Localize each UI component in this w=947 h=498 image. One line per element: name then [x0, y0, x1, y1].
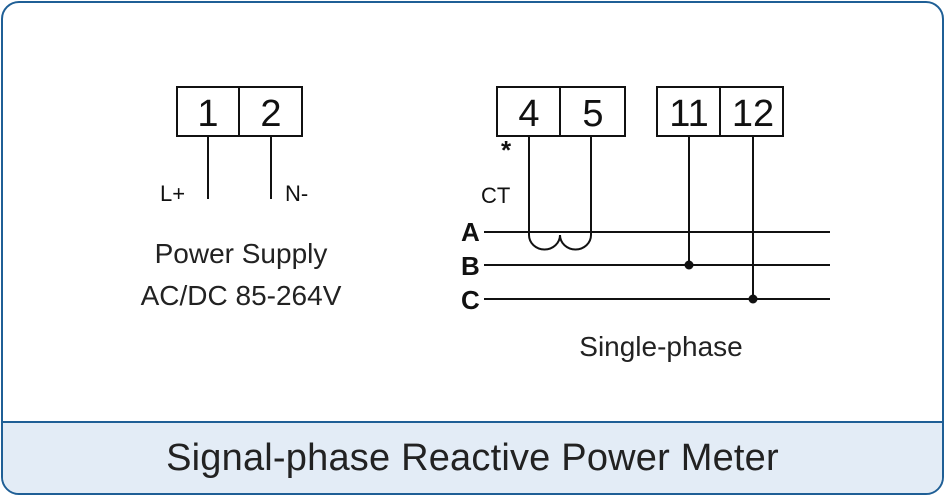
wiring-caption: Single-phase — [579, 331, 742, 362]
terminal-1: 1 — [197, 93, 218, 135]
terminal-2: 2 — [260, 93, 281, 135]
footer-bar: Signal-phase Reactive Power Meter — [3, 421, 942, 493]
ct-coil — [528, 136, 592, 251]
ct-label: CT — [481, 183, 510, 208]
terminal-11: 11 — [669, 93, 708, 135]
wiring-diagram: 1 2 L+ N- Power Supply AC/DC 85-264V 4 5… — [141, 86, 830, 362]
voltage-terminal-block: 11 12 — [656, 86, 784, 304]
power-supply-caption: Power Supply — [155, 238, 328, 269]
label-n-minus: N- — [285, 181, 308, 206]
line-a-label: A — [461, 217, 480, 247]
power-supply-range: AC/DC 85-264V — [141, 280, 342, 311]
line-b-label: B — [461, 251, 480, 281]
terminal-12: 12 — [732, 93, 774, 135]
label-l-plus: L+ — [160, 181, 185, 206]
line-c-label: C — [461, 285, 480, 315]
footer-title: Signal-phase Reactive Power Meter — [166, 436, 779, 479]
power-terminal-block: 1 2 L+ N- Power Supply AC/DC 85-264V — [141, 86, 342, 311]
terminal-4: 4 — [518, 93, 539, 135]
polarity-mark: * — [501, 135, 512, 165]
current-terminal-block: 4 5 * CT — [481, 86, 626, 251]
phase-lines: A B C — [461, 217, 830, 315]
terminal-5: 5 — [582, 93, 603, 135]
